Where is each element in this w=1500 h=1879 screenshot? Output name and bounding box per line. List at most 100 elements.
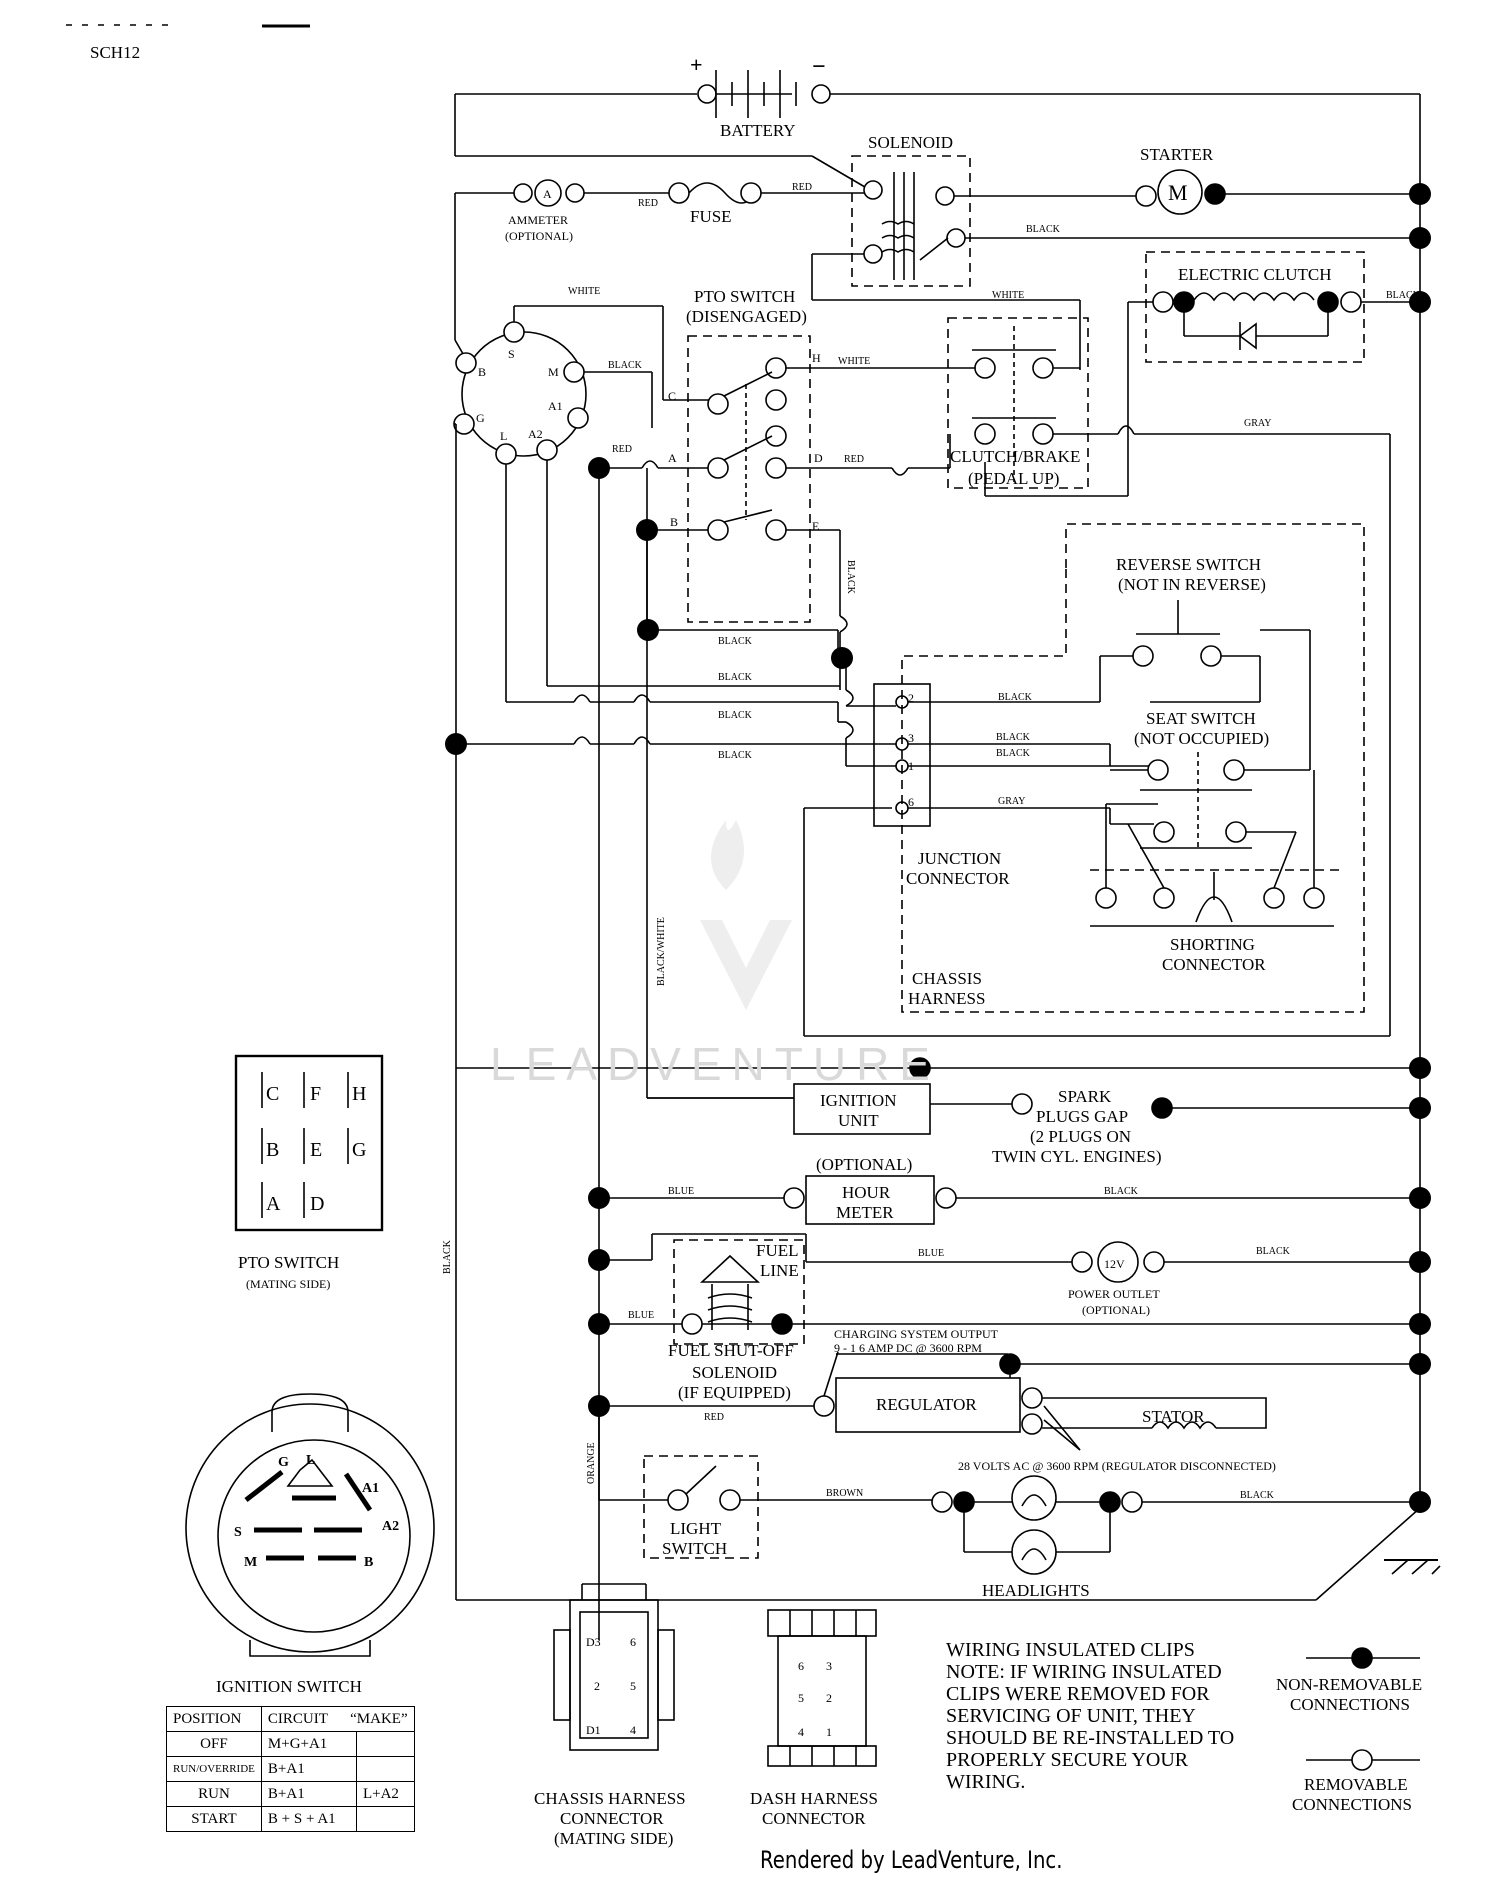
ign-terminal-s: S <box>508 347 515 361</box>
table-row: START B + S + A1 <box>166 1806 415 1832</box>
pto-mating-f: F <box>310 1083 321 1105</box>
ign-face-g: G <box>278 1455 289 1470</box>
chassis-harness-connector <box>553 1583 675 1751</box>
row-position: OFF <box>166 1731 262 1757</box>
ign-terminal-m: M <box>548 365 559 379</box>
junction-pin-6: 6 <box>908 795 914 809</box>
ammeter-optional: (OPTIONAL) <box>505 229 573 243</box>
pto-mating-e: E <box>310 1139 322 1161</box>
pto-switch-title: PTO SWITCH <box>694 287 795 306</box>
chassis-pin-5: 5 <box>630 1679 636 1693</box>
power-outlet-symbol: 12V <box>1104 1257 1125 1271</box>
seat-switch-label: SEAT SWITCH <box>1146 709 1256 728</box>
hour-meter-label: HOUR <box>842 1183 891 1202</box>
power-outlet-optional: (OPTIONAL) <box>1082 1303 1150 1317</box>
wire-red-3: RED <box>612 444 632 455</box>
chassis-pin-4: 4 <box>630 1723 636 1737</box>
regulator-label: REGULATOR <box>876 1395 977 1414</box>
light-switch <box>598 1406 759 1559</box>
legend-non-removable-label-2: CONNECTIONS <box>1290 1695 1410 1714</box>
junction-pin-3: 3 <box>908 731 914 745</box>
chassis-connector-label-3: (MATING SIDE) <box>554 1829 673 1848</box>
wire-gray-2: GRAY <box>998 796 1025 807</box>
watermark: LEADVENTURE <box>490 820 940 1090</box>
light-switch-label: LIGHT <box>670 1519 722 1538</box>
ign-terminal-g: G <box>476 411 485 425</box>
spark-plugs-note-2: TWIN CYL. ENGINES) <box>992 1147 1162 1166</box>
ammeter <box>455 179 585 207</box>
pto-terminal-d: D <box>814 451 823 465</box>
wire-red-2: RED <box>792 182 812 193</box>
reverse-switch-state: (NOT IN REVERSE) <box>1118 575 1266 594</box>
pto-switch-mating-side <box>234 1054 384 1232</box>
pto-mating-g: G <box>352 1139 366 1161</box>
shorting-label-2: CONNECTOR <box>1162 955 1266 974</box>
row-position: RUN/OVERRIDE <box>166 1756 262 1782</box>
chassis-harness-label: CHASSIS <box>912 969 982 988</box>
junction-label-2: CONNECTOR <box>906 869 1010 888</box>
ignition-switch-title: IGNITION SWITCH <box>216 1677 362 1696</box>
row-position: RUN <box>166 1781 262 1807</box>
wire-blue-3: BLUE <box>628 1310 654 1321</box>
ign-terminal-b: B <box>478 365 486 379</box>
legend-removable-label-2: CONNECTIONS <box>1292 1795 1412 1814</box>
stator-label: STATOR <box>1142 1407 1205 1426</box>
chassis-pin-6: 6 <box>630 1635 636 1649</box>
legend-removable <box>1306 1749 1420 1771</box>
wire-black-12: BLACK <box>1256 1246 1291 1257</box>
volts-note: 28 VOLTS AC @ 3600 RPM (REGULATOR DISCON… <box>958 1459 1276 1473</box>
ignition-table-header: POSITION CIRCUIT “MAKE” <box>166 1706 415 1732</box>
reverse-switch <box>1132 600 1222 667</box>
pto-terminal-h: H <box>812 351 821 365</box>
ign-face-m: M <box>244 1555 257 1570</box>
pto-switch-state: (DISENGAGED) <box>686 307 807 326</box>
hour-meter-label-2: METER <box>836 1203 894 1222</box>
clutch-brake-switch <box>947 317 1089 489</box>
pto-mating-h: H <box>352 1083 366 1105</box>
wire-orange: ORANGE <box>586 1442 597 1484</box>
chassis-pin-2: 2 <box>594 1679 600 1693</box>
header-circuit-label: CIRCUIT <box>267 1710 328 1727</box>
hour-meter-optional: (OPTIONAL) <box>816 1155 912 1174</box>
solenoid-label: SOLENOID <box>868 133 953 152</box>
reverse-switch-label: REVERSE SWITCH <box>1116 555 1261 574</box>
dash-pin-6: 6 <box>798 1659 804 1673</box>
legend-non-removable-label: NON-REMOVABLE <box>1276 1675 1422 1694</box>
wire-black-9: BLACK <box>996 732 1031 743</box>
row-circuit: M+G+A1 <box>260 1731 357 1757</box>
ign-face-s: S <box>234 1525 242 1540</box>
chassis-harness <box>901 523 1365 1013</box>
watermark-text: LEADVENTURE <box>490 1038 940 1090</box>
chassis-harness-label-2: HARNESS <box>908 989 985 1008</box>
table-row: RUN/OVERRIDE B+A1 <box>166 1756 415 1782</box>
ign-face-a2: A2 <box>382 1519 399 1534</box>
wire-blue-1: BLUE <box>668 1186 694 1197</box>
dash-pin-5: 5 <box>798 1691 804 1705</box>
wire-black-4: BLACK <box>718 636 753 647</box>
header-make-label: “MAKE” <box>350 1710 408 1727</box>
pto-terminal-e: E <box>812 519 819 533</box>
wire-black-1: BLACK <box>1026 224 1061 235</box>
note-line-2: NOTE: IF WIRING INSULATED <box>946 1661 1222 1683</box>
seat-switch-state: (NOT OCCUPIED) <box>1134 729 1269 748</box>
regulator <box>599 1351 1420 1435</box>
ignition-unit <box>456 1057 1420 1135</box>
wire-black-vertical: BLACK <box>845 560 856 595</box>
wire-black-7: BLACK <box>718 750 753 761</box>
ign-terminal-a2: A2 <box>528 427 543 441</box>
row-make <box>355 1806 415 1832</box>
clutch-brake-label: CLUTCH/BRAKE <box>950 447 1080 466</box>
row-position: START <box>166 1806 262 1832</box>
spark-plugs-label: SPARK <box>1058 1087 1112 1106</box>
fuel-shutoff-label: FUEL SHUT-OFF <box>668 1341 794 1360</box>
chassis-connector-label-2: CONNECTOR <box>560 1809 664 1828</box>
spark-plugs-gap: PLUGS GAP <box>1036 1107 1128 1126</box>
charging-rate: 9 - 1 6 AMP DC @ 3600 RPM <box>834 1341 982 1355</box>
wire-black-10: BLACK <box>996 748 1031 759</box>
wire-black-8: BLACK <box>998 692 1033 703</box>
ign-face-b: B <box>364 1555 373 1570</box>
dash-connector-label: DASH HARNESS <box>750 1789 878 1808</box>
chassis-pin-d3: D3 <box>586 1635 601 1649</box>
wire-brown: BROWN <box>826 1488 863 1499</box>
